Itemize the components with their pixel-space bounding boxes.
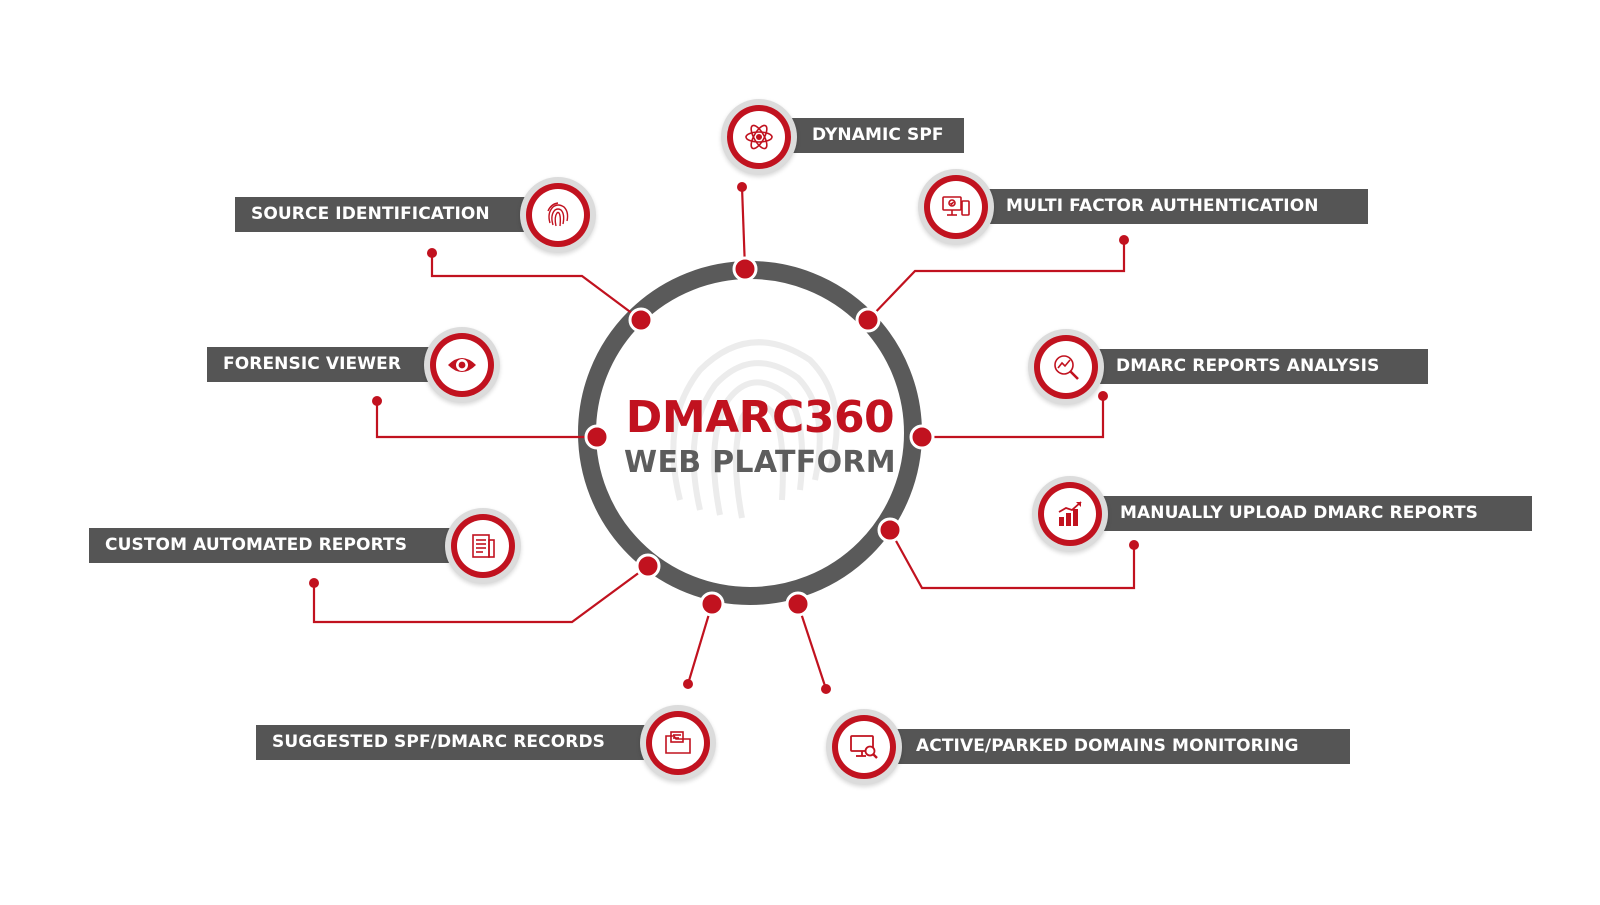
computer-lock-icon [942, 196, 970, 216]
atom-icon [745, 124, 773, 150]
feature-badge-forensic-viewer [424, 327, 500, 403]
end-dots [309, 182, 1139, 694]
feature-label-multi-factor-authentication: MULTI FACTOR AUTHENTICATION [944, 189, 1368, 224]
feature-badge-multi-factor-authentication [918, 169, 994, 245]
report-document-icon [472, 534, 495, 558]
feature-label-active-parked-domains-monitoring: ACTIVE/PARKED DOMAINS MONITORING [854, 729, 1350, 764]
hub-subtitle: WEB PLATFORM [624, 445, 896, 480]
feature-label-source-identification: SOURCE IDENTIFICATION [235, 197, 553, 232]
feature-label-custom-automated-reports: CUSTOM AUTOMATED REPORTS [89, 528, 499, 563]
feature-badge-suggested-spf-dmarc-records [640, 705, 716, 781]
feature-badge-dmarc-reports-analysis [1028, 329, 1104, 405]
feature-badge-active-parked-domains-monitoring [826, 709, 902, 785]
folder-document-icon [665, 731, 691, 754]
monitor-search-icon [850, 735, 878, 759]
feature-badge-custom-automated-reports [445, 508, 521, 584]
fingerprint-icon [547, 202, 569, 227]
feature-badge-manually-upload-dmarc-reports [1032, 476, 1108, 552]
feature-label-manually-upload-dmarc-reports: MANUALLY UPLOAD DMARC REPORTS [1058, 496, 1532, 531]
fingerprint-watermark-icon [670, 339, 840, 519]
ring-nodes [584, 256, 935, 617]
connector-lines [312, 186, 1136, 690]
feature-label-forensic-viewer: FORENSIC VIEWER [207, 347, 451, 382]
feature-label-dmarc-reports-analysis: DMARC REPORTS ANALYSIS [1054, 349, 1428, 384]
hub-title: DMARC360 [625, 392, 895, 443]
feature-label-suggested-spf-dmarc-records: SUGGESTED SPF/DMARC RECORDS [256, 725, 684, 760]
hub-fill [587, 270, 913, 596]
feature-badge-source-identification [520, 177, 596, 253]
eye-icon [448, 358, 476, 372]
analysis-magnifier-icon [1054, 355, 1079, 380]
feature-badge-dynamic-spf [721, 99, 797, 175]
bar-chart-icon [1058, 501, 1082, 526]
